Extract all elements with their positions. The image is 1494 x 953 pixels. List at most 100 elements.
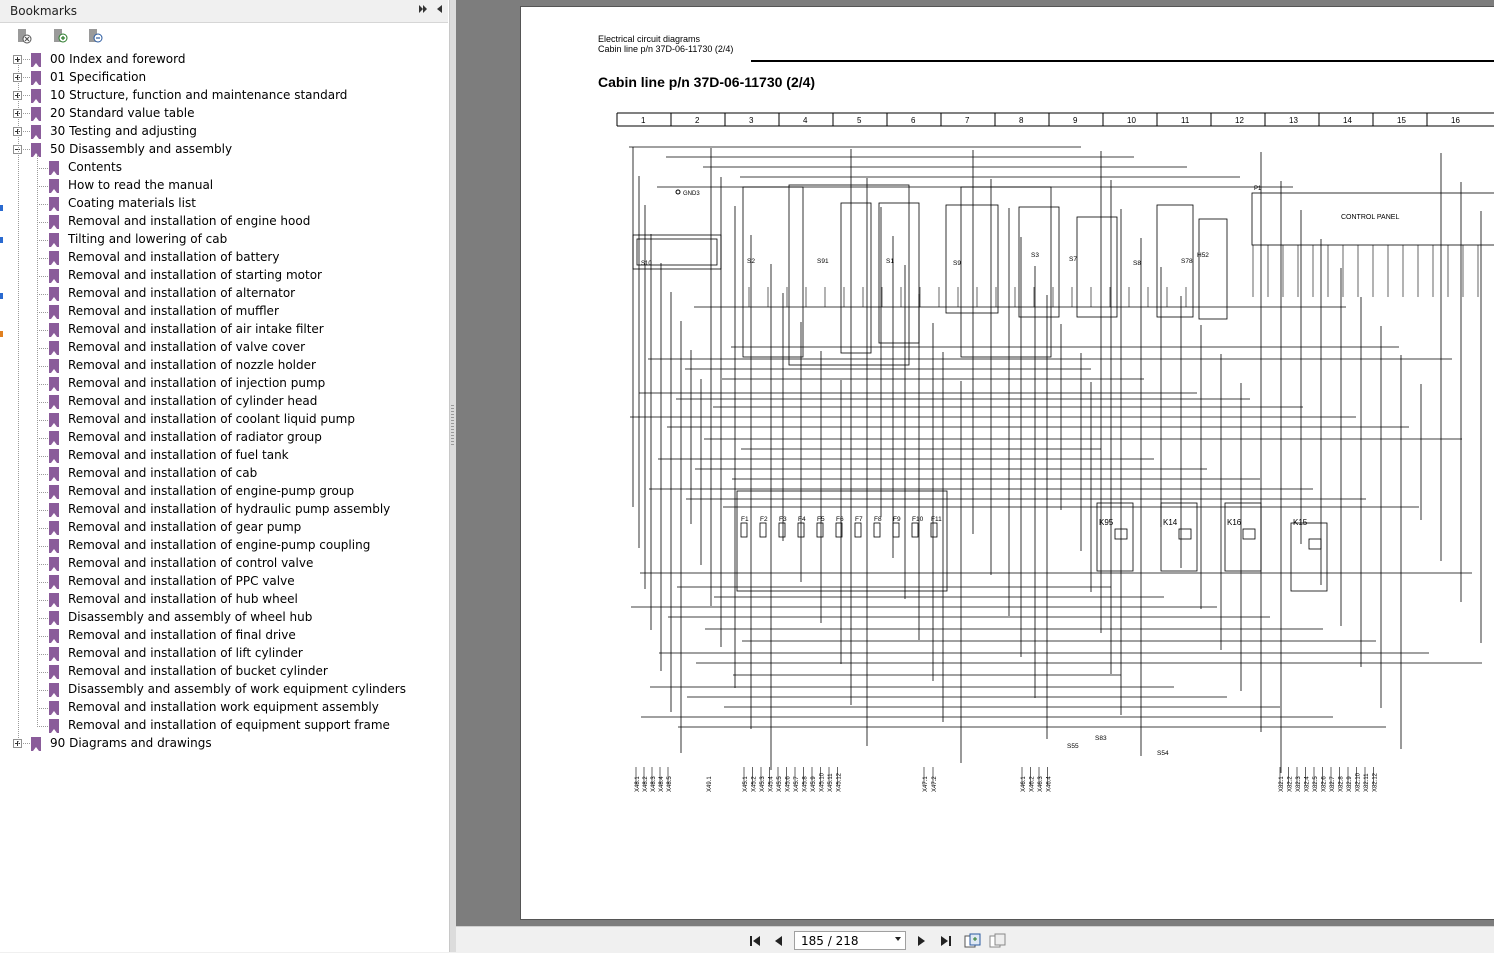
connector-label: X82.10: [1356, 772, 1362, 792]
bookmark-item[interactable]: Disassembly and assembly of wheel hub: [0, 609, 440, 627]
control-panel-box: [1251, 192, 1494, 246]
previous-page-icon[interactable]: [771, 933, 785, 947]
switch-group-frame: [1076, 216, 1118, 318]
bookmark-group[interactable]: 10 Structure, function and maintenance s…: [0, 87, 440, 105]
tree-connector: [37, 456, 48, 457]
fit-width-icon[interactable]: [989, 933, 1007, 948]
collapse-panel-icon[interactable]: [432, 3, 446, 19]
bookmark-item[interactable]: Removal and installation of cab: [0, 465, 440, 483]
expand-icon[interactable]: [13, 109, 22, 118]
connector-label: X82.4: [1305, 776, 1311, 792]
bookmark-item[interactable]: Removal and installation of injection pu…: [0, 375, 440, 393]
connector-label: X45.12: [837, 772, 843, 792]
delete-bookmark-icon[interactable]: [16, 28, 32, 44]
connector-label: X45.6: [786, 776, 792, 792]
bookmark-item[interactable]: Removal and installation of radiator gro…: [0, 429, 440, 447]
tree-connector: [37, 276, 48, 277]
fuse-symbol: [835, 522, 843, 538]
bookmark-item[interactable]: Removal and installation of cylinder hea…: [0, 393, 440, 411]
bookmark-item[interactable]: Removal and installation of hydraulic pu…: [0, 501, 440, 519]
bookmark-icon: [49, 323, 59, 337]
expand-icon[interactable]: [13, 127, 22, 136]
bookmark-item[interactable]: Removal and installation of engine-pump …: [0, 537, 440, 555]
expand-icon[interactable]: [13, 73, 22, 82]
bookmark-icon: [31, 143, 41, 157]
bookmark-item[interactable]: Removal and installation of engine hood: [0, 213, 440, 231]
tree-connector: [37, 366, 48, 367]
find-bookmark-icon[interactable]: [87, 28, 103, 44]
expand-icon[interactable]: [13, 739, 22, 748]
switch-label: S3: [1031, 252, 1039, 259]
page-number-field[interactable]: 185 / 218: [794, 931, 906, 950]
bookmark-item[interactable]: Tilting and lowering of cab: [0, 231, 440, 249]
tree-connector: [37, 564, 48, 565]
bookmark-label: Removal and installation work equipment …: [68, 700, 379, 714]
bookmark-label: Removal and installation of lift cylinde…: [68, 646, 303, 660]
switch-label: S9: [953, 260, 961, 267]
connector-label: X45.8: [803, 776, 809, 792]
bookmark-icon: [49, 575, 59, 589]
bookmark-item[interactable]: Removal and installation of gear pump: [0, 519, 440, 537]
tree-connector: [37, 240, 48, 241]
bookmark-item[interactable]: Removal and installation of bucket cylin…: [0, 663, 440, 681]
bookmark-item[interactable]: Disassembly and assembly of work equipme…: [0, 681, 440, 699]
bookmark-icon: [49, 449, 59, 463]
bookmark-item[interactable]: Removal and installation of PPC valve: [0, 573, 440, 591]
bookmark-label: Disassembly and assembly of work equipme…: [68, 682, 406, 696]
panel-splitter[interactable]: [450, 0, 456, 952]
expand-bookmark-icon[interactable]: [52, 28, 68, 44]
tree-branch-line: [37, 155, 38, 727]
splitter-grip[interactable]: [451, 405, 454, 445]
bookmark-icon: [31, 89, 41, 103]
bookmark-item[interactable]: Coating materials list: [0, 195, 440, 213]
bookmark-item[interactable]: Contents: [0, 159, 440, 177]
bookmark-icon: [49, 557, 59, 571]
bookmark-item[interactable]: Removal and installation of final drive: [0, 627, 440, 645]
bookmark-item[interactable]: Removal and installation of hub wheel: [0, 591, 440, 609]
grid-column-number: 7: [965, 116, 970, 125]
bookmark-item[interactable]: Removal and installation of nozzle holde…: [0, 357, 440, 375]
bookmark-item[interactable]: Removal and installation of valve cover: [0, 339, 440, 357]
bookmark-label: Removal and installation of cab: [68, 466, 258, 480]
bookmark-item[interactable]: Removal and installation work equipment …: [0, 699, 440, 717]
bookmark-label: Removal and installation of radiator gro…: [68, 430, 322, 444]
collapse-icon[interactable]: [13, 145, 22, 154]
bookmark-icon: [49, 701, 59, 715]
grid-column-number: 15: [1397, 116, 1406, 125]
bookmark-item[interactable]: Removal and installation of control valv…: [0, 555, 440, 573]
bookmark-item[interactable]: Removal and installation of lift cylinde…: [0, 645, 440, 663]
bookmark-group[interactable]: 00 Index and foreword: [0, 51, 440, 69]
bookmark-item[interactable]: Removal and installation of alternator: [0, 285, 440, 303]
bookmark-group[interactable]: 20 Standard value table: [0, 105, 440, 123]
bookmark-item[interactable]: How to read the manual: [0, 177, 440, 195]
expand-icon[interactable]: [13, 91, 22, 100]
bookmark-group[interactable]: 90 Diagrams and drawings: [0, 735, 440, 753]
next-page-icon[interactable]: [915, 933, 929, 947]
last-page-icon[interactable]: [939, 933, 953, 947]
bookmark-icon: [49, 665, 59, 679]
connector-label: X45.2: [752, 776, 758, 792]
bookmark-group[interactable]: 50 Disassembly and assembly: [0, 141, 440, 159]
expand-icon[interactable]: [13, 55, 22, 64]
bookmark-label: 50 Disassembly and assembly: [50, 142, 233, 156]
bookmark-label: 90 Diagrams and drawings: [50, 736, 212, 750]
bookmark-item[interactable]: Removal and installation of muffler: [0, 303, 440, 321]
expand-panel-icon[interactable]: [416, 3, 430, 19]
bookmark-item[interactable]: Removal and installation of air intake f…: [0, 321, 440, 339]
bookmark-item[interactable]: Removal and installation of engine-pump …: [0, 483, 440, 501]
first-page-icon[interactable]: [748, 933, 762, 947]
bookmark-group[interactable]: 01 Specification: [0, 69, 440, 87]
bookmark-item[interactable]: Removal and installation of starting mot…: [0, 267, 440, 285]
bookmark-icon: [49, 341, 59, 355]
bookmark-item[interactable]: Removal and installation of fuel tank: [0, 447, 440, 465]
bookmark-group[interactable]: 30 Testing and adjusting: [0, 123, 440, 141]
bookmark-item[interactable]: Removal and installation of battery: [0, 249, 440, 267]
gnd-label: GND3: [683, 191, 700, 197]
bookmark-item[interactable]: Removal and installation of coolant liqu…: [0, 411, 440, 429]
chevron-down-icon[interactable]: [895, 937, 901, 941]
bookmark-item[interactable]: Removal and installation of equipment su…: [0, 717, 440, 735]
grid-column-number: 11: [1181, 116, 1190, 125]
fit-page-icon[interactable]: [964, 933, 982, 948]
connector-label: X82.7: [1330, 776, 1336, 792]
grid-column-number: 1: [641, 116, 646, 125]
